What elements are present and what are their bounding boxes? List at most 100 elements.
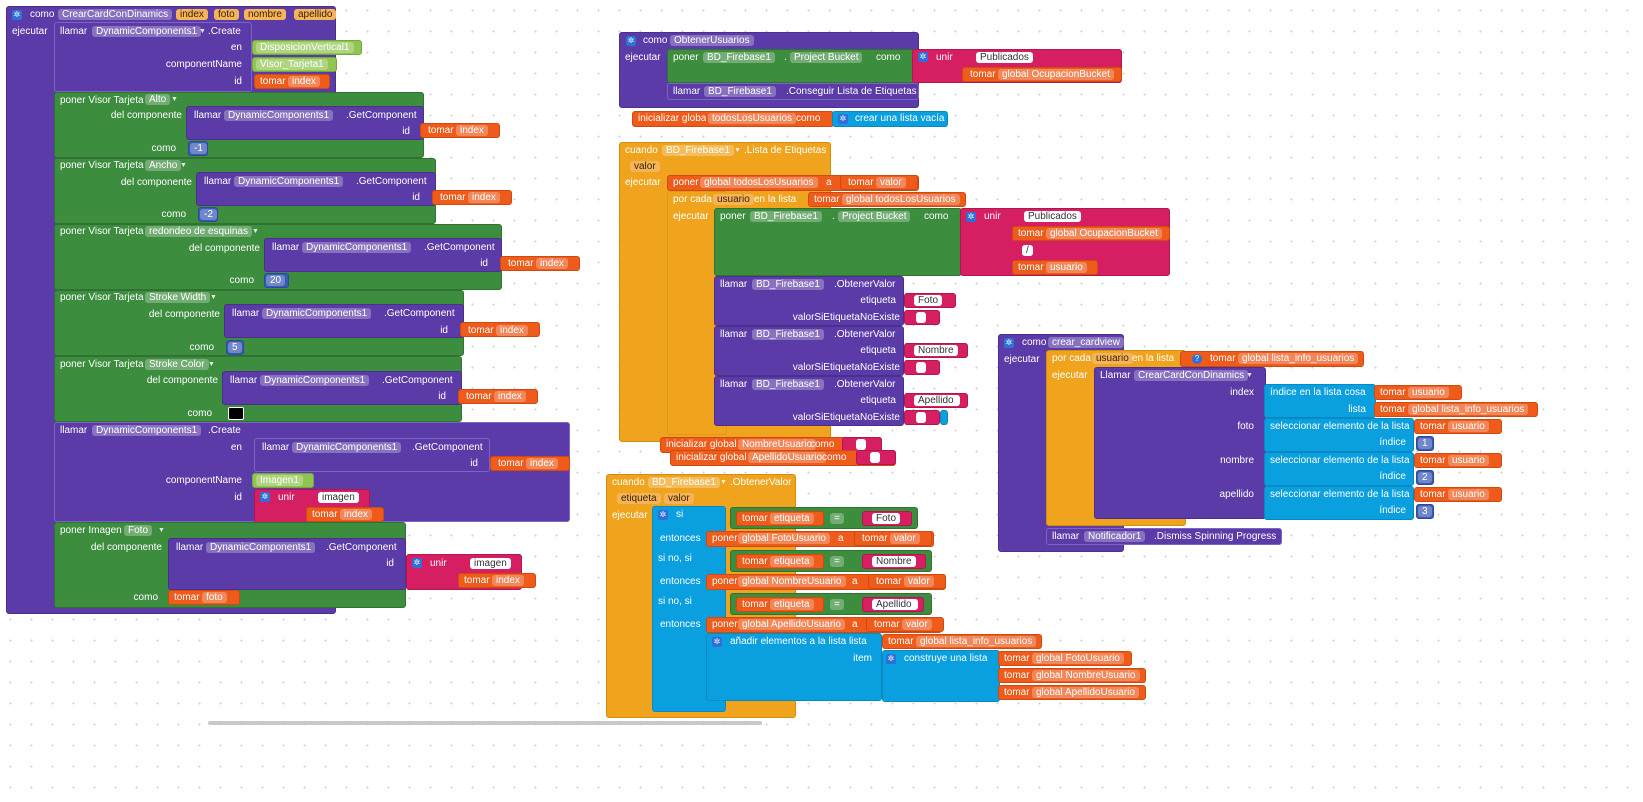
param-foto[interactable]: foto xyxy=(214,9,239,20)
property-stroke-color[interactable]: Stroke Color xyxy=(145,359,209,370)
var-etiqueta[interactable]: etiqueta xyxy=(770,599,814,610)
var-etiqueta[interactable]: etiqueta xyxy=(770,556,814,567)
create-empty-list[interactable] xyxy=(832,111,948,127)
var-valor[interactable]: valor xyxy=(904,576,934,587)
property-alto[interactable]: Alto xyxy=(145,94,171,105)
get-etiqueta-2[interactable] xyxy=(736,554,824,569)
call-obtener-valor-foto[interactable] xyxy=(714,276,904,326)
number-ancho[interactable]: -2 xyxy=(200,209,217,220)
number-indice-2[interactable]: 2 xyxy=(1418,472,1432,483)
number-block-1[interactable] xyxy=(1416,436,1434,451)
component-dropdown[interactable]: DynamicComponents1 xyxy=(224,110,334,121)
string-foto[interactable]: Foto xyxy=(914,295,943,306)
call-get-component-create2[interactable] xyxy=(254,438,490,472)
component-dropdown[interactable]: DynamicComponents1 xyxy=(92,26,202,37)
number-indice-3[interactable]: 3 xyxy=(1418,506,1432,517)
gear-icon[interactable]: ✲ xyxy=(886,654,896,664)
var-usuario[interactable]: usuario xyxy=(1408,387,1449,398)
var-usuario[interactable]: usuario xyxy=(1448,421,1489,432)
var-global-lista-info[interactable]: global lista_info_usuarios xyxy=(1408,404,1529,415)
property-foto[interactable]: Foto xyxy=(124,525,153,536)
var-index[interactable]: index xyxy=(468,192,500,203)
call-get-component-stroke-width[interactable] xyxy=(224,304,464,338)
var-global-lista-info[interactable]: global lista_info_usuarios xyxy=(916,636,1037,647)
procedure-name-field[interactable]: crear_cardview xyxy=(1048,337,1124,348)
get-usuario-1[interactable] xyxy=(1012,260,1098,275)
chevron-down-icon[interactable]: ▼ xyxy=(180,162,187,169)
component-block-disposicion[interactable] xyxy=(252,40,362,55)
var-index[interactable]: index xyxy=(456,125,488,136)
gear-icon[interactable]: ✲ xyxy=(838,114,848,124)
var-global-todos[interactable]: global todosLosUsuarios xyxy=(700,177,818,188)
number-alto[interactable]: -1 xyxy=(190,143,207,154)
call-obtener-valor-nombre[interactable] xyxy=(714,326,904,376)
call-get-component-foto[interactable] xyxy=(168,538,406,590)
get-index-4[interactable] xyxy=(500,256,580,271)
component-dropdown[interactable]: DynamicComponents1 xyxy=(302,242,412,253)
get-usuario-4[interactable] xyxy=(1414,453,1502,468)
gear-icon[interactable]: ✲ xyxy=(12,10,22,20)
get-valor-1[interactable] xyxy=(840,175,918,190)
param-apellido[interactable]: apellido xyxy=(294,9,337,20)
var-global-apellido-usuario[interactable]: global ApellidoUsuario xyxy=(1032,687,1139,698)
number-block-ancho[interactable] xyxy=(198,207,218,222)
procedure-name-field[interactable]: ObtenerUsuarios xyxy=(670,35,754,46)
var-global-apellido-usuario[interactable]: global ApellidoUsuario xyxy=(738,619,845,630)
get-usuario-2[interactable] xyxy=(1374,385,1462,400)
chevron-down-icon[interactable]: ▼ xyxy=(158,527,165,534)
var-global-foto-usuario[interactable]: global FotoUsuario xyxy=(738,533,830,544)
component-bd-firebase[interactable]: BD_Firebase1 xyxy=(703,52,775,63)
param-valor[interactable]: valor xyxy=(630,161,660,172)
component-bd-firebase[interactable]: BD_Firebase1 xyxy=(704,86,776,97)
call-obtener-valor-apellido[interactable] xyxy=(714,376,904,426)
chevron-down-icon[interactable]: ▼ xyxy=(252,228,259,235)
var-index[interactable]: index xyxy=(288,76,320,87)
string-foto[interactable]: Foto xyxy=(872,513,901,524)
property-project-bucket[interactable]: Project Bucket xyxy=(838,211,911,222)
chevron-down-icon[interactable]: ▼ xyxy=(210,294,217,301)
component-bd-firebase[interactable]: BD_Firebase1 xyxy=(662,145,734,156)
get-index-8[interactable] xyxy=(306,507,384,522)
get-global-lista-info-3[interactable] xyxy=(1374,402,1538,417)
get-etiqueta-3[interactable] xyxy=(736,597,824,612)
get-valor-4[interactable] xyxy=(866,617,944,632)
loop-var-usuario[interactable]: usuario xyxy=(713,194,754,205)
var-index[interactable]: index xyxy=(536,258,568,269)
var-global-nombre-usuario[interactable]: global NombreUsuario xyxy=(1032,670,1140,681)
set-bd-project-bucket[interactable] xyxy=(667,49,915,83)
string-apellido[interactable]: Apellido xyxy=(872,599,918,610)
get-index-2[interactable] xyxy=(420,123,500,138)
string-publicados[interactable]: Publicados xyxy=(1024,211,1081,222)
color-swatch-black[interactable] xyxy=(228,407,244,420)
call-get-component-alto[interactable] xyxy=(186,106,424,140)
gear-icon[interactable]: ✲ xyxy=(626,36,636,46)
get-index-5[interactable] xyxy=(460,322,540,337)
string-empty[interactable] xyxy=(856,439,866,450)
string-imagen[interactable]: imagen xyxy=(318,492,359,503)
component-bd-firebase[interactable]: BD_Firebase1 xyxy=(752,379,824,390)
number-indice-1[interactable]: 1 xyxy=(1418,438,1432,449)
add-items-to-list[interactable] xyxy=(706,633,882,701)
gear-icon[interactable]: ✲ xyxy=(966,212,976,222)
number-redondeo[interactable]: 20 xyxy=(266,275,286,286)
component-bd-firebase[interactable]: BD_Firebase1 xyxy=(752,279,824,290)
string-slash[interactable]: / xyxy=(1022,245,1033,256)
string-empty[interactable] xyxy=(916,412,926,423)
gear-icon[interactable]: ✲ xyxy=(260,492,270,502)
param-index[interactable]: index xyxy=(176,9,208,20)
get-index-3[interactable] xyxy=(432,190,512,205)
string-empty[interactable] xyxy=(916,312,926,323)
var-etiqueta[interactable]: etiqueta xyxy=(770,513,814,524)
var-usuario[interactable]: usuario xyxy=(1046,262,1087,273)
string-nombre[interactable]: Nombre xyxy=(914,345,958,356)
operator-equals[interactable]: = xyxy=(830,513,844,524)
get-global-apellido-usuario[interactable] xyxy=(998,685,1146,700)
number-block-alto[interactable] xyxy=(188,141,208,156)
var-index[interactable]: index xyxy=(496,325,528,336)
set-bd-project-bucket-2[interactable] xyxy=(714,208,962,276)
call-dismiss-spinning[interactable] xyxy=(1046,528,1282,545)
chevron-down-icon[interactable]: ▼ xyxy=(208,361,215,368)
string-empty[interactable] xyxy=(916,362,926,373)
component-dropdown[interactable]: DynamicComponents1 xyxy=(92,425,202,436)
call-get-component-ancho[interactable] xyxy=(196,172,436,206)
